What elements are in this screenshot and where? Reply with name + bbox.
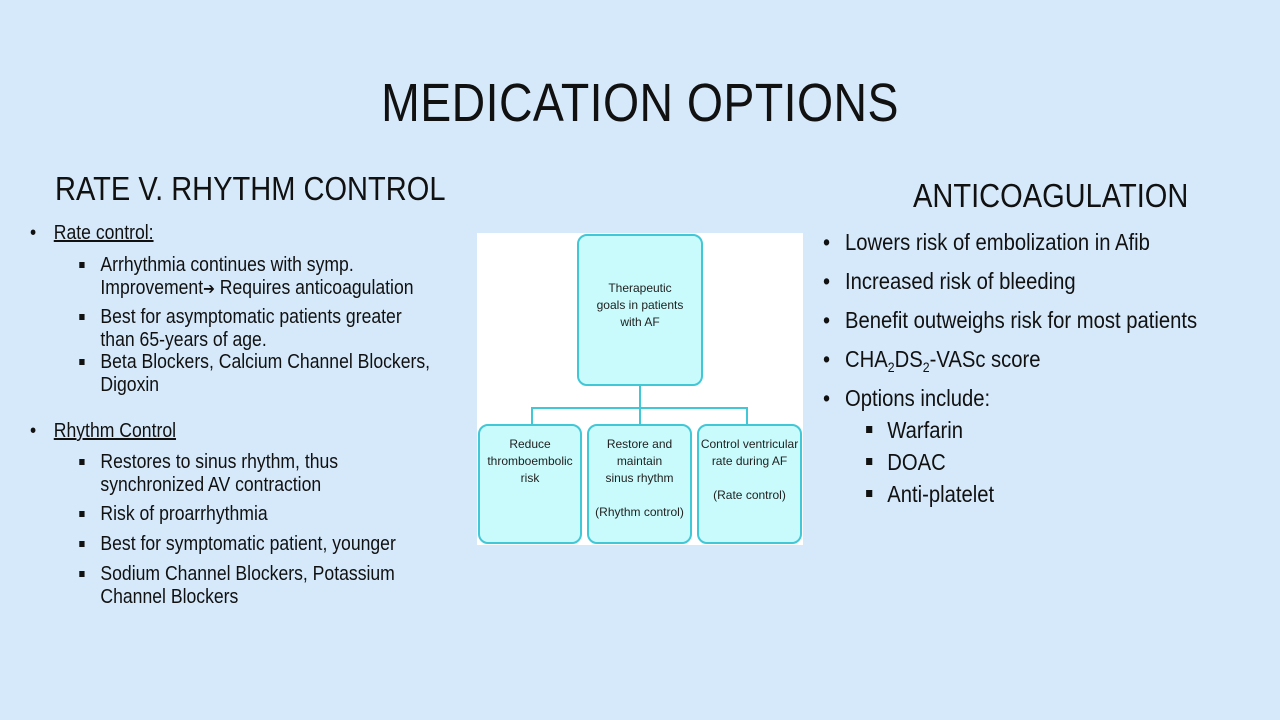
square-bullet-icon bbox=[79, 459, 85, 465]
diagram-connector bbox=[531, 407, 533, 425]
square-bullet-icon bbox=[79, 314, 85, 320]
square-bullet-icon bbox=[79, 571, 85, 577]
square-bullet-icon bbox=[866, 458, 873, 465]
therapeutic-goals-diagram: Therapeutic goals in patients with AF Re… bbox=[477, 233, 803, 545]
square-bullet-icon bbox=[79, 511, 85, 517]
square-bullet-icon bbox=[79, 541, 85, 547]
diagram-child-node: Reduce thromboembolic risk bbox=[478, 424, 582, 544]
rhythm-control-label: Rhythm Control bbox=[53, 420, 177, 442]
rate-rhythm-list: • Rate control: Arrhythmia continues wit… bbox=[30, 222, 431, 608]
anticoagulation-list: •Lowers risk of embolization in Afib •In… bbox=[823, 229, 1198, 507]
square-bullet-icon bbox=[866, 426, 873, 433]
diagram-root-node: Therapeutic goals in patients with AF bbox=[577, 234, 703, 386]
diagram-connector bbox=[746, 407, 748, 425]
diagram-connector bbox=[639, 407, 641, 425]
anticoagulation-heading: ANTICOAGULATION bbox=[913, 177, 1189, 214]
slide-title: MEDICATION OPTIONS bbox=[381, 73, 899, 133]
square-bullet-icon bbox=[79, 262, 85, 268]
rate-control-label: Rate control: bbox=[53, 222, 154, 244]
arrow-right-icon: ➔ bbox=[203, 279, 215, 298]
diagram-child-node: Restore and maintain sinus rhythm (Rhyth… bbox=[587, 424, 692, 544]
diagram-connector bbox=[639, 386, 641, 408]
square-bullet-icon bbox=[79, 359, 85, 365]
rate-rhythm-heading: RATE V. RHYTHM CONTROL bbox=[55, 170, 446, 207]
square-bullet-icon bbox=[866, 490, 873, 497]
diagram-child-node: Control ventricular rate during AF (Rate… bbox=[697, 424, 802, 544]
chads-vasc-label: CHA2DS2-VASc score bbox=[845, 346, 1041, 375]
